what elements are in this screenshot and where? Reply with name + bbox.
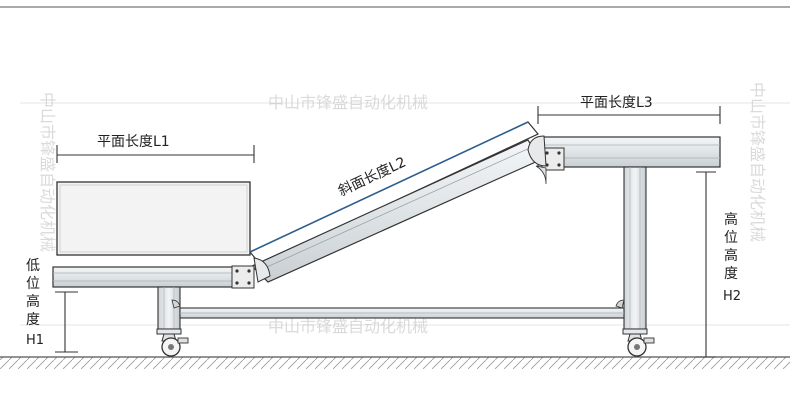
label-flat-length-l1: 平面长度L1 [97,134,170,150]
caster-right [622,328,655,357]
svg-text:度: 度 [724,266,738,282]
svg-text:位: 位 [724,230,738,246]
svg-text:低: 低 [26,258,40,274]
svg-text:中山市锋盛自动化机械: 中山市锋盛自动化机械 [268,93,428,112]
ground [0,356,790,369]
svg-text:H1: H1 [26,333,44,348]
svg-text:高: 高 [724,247,738,264]
svg-text:H2: H2 [723,289,741,304]
svg-text:位: 位 [26,276,40,292]
caster-left [156,328,189,357]
high-flat-section [527,135,721,185]
label-low-height-h1: 低 位 高 度 H1 [26,258,44,348]
label-high-height-h2: 高 位 高 度 H2 [723,211,741,304]
guide-lines [20,102,790,326]
dimension-l1 [56,145,255,163]
incline-section [249,121,541,283]
dimension-h1 [55,291,78,353]
goods-box [56,181,251,256]
svg-text:中山市锋盛自动化机械: 中山市锋盛自动化机械 [268,317,428,336]
low-flat-section [52,257,271,289]
svg-text:高: 高 [724,211,738,228]
dimension-h2 [696,171,716,358]
watermarks: 中山市锋盛自动化机械 中山市锋盛自动化机械 中山市锋盛自动化机械 中山市锋盛自动… [38,82,767,336]
dimension-l3 [537,106,721,124]
svg-text:中山市锋盛自动化机械: 中山市锋盛自动化机械 [748,82,767,242]
label-flat-length-l3: 平面长度L3 [580,95,653,111]
svg-text:度: 度 [26,312,40,328]
svg-text:中山市锋盛自动化机械: 中山市锋盛自动化机械 [38,92,57,252]
svg-text:高: 高 [26,293,40,310]
